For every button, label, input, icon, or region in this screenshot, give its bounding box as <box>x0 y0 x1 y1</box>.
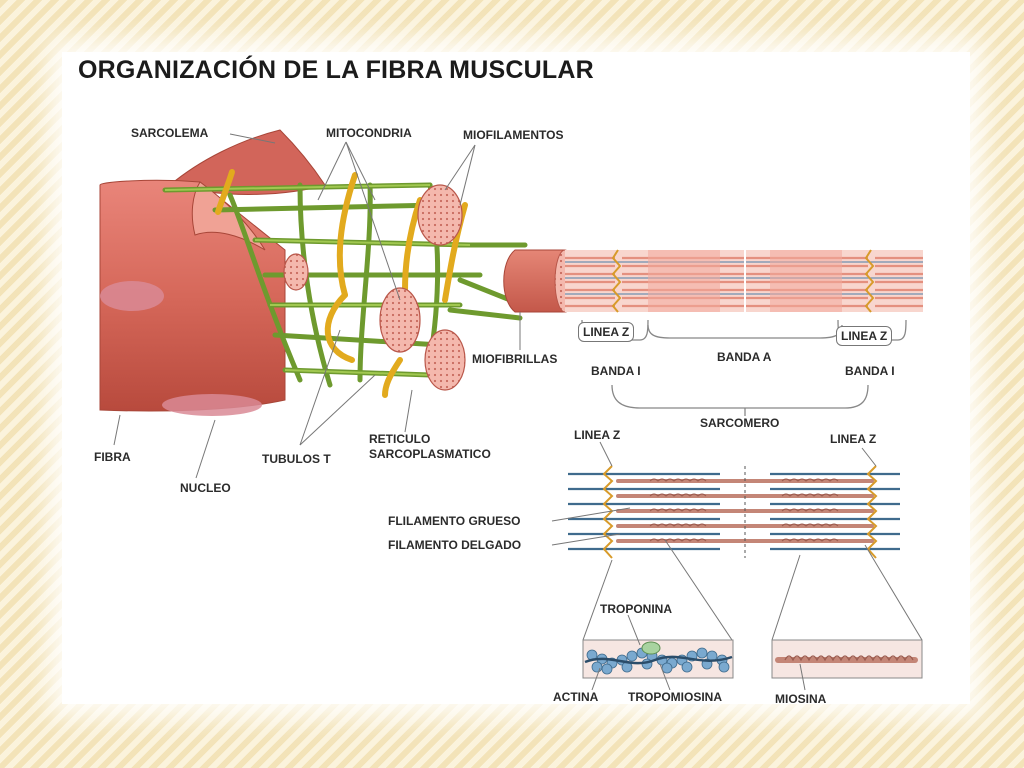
leader-lines <box>113 133 877 691</box>
label-filamento-grueso: FLILAMENTO GRUESO <box>388 514 521 528</box>
inset-thick-filament <box>771 544 923 679</box>
myosin-heads <box>649 478 839 542</box>
label-linea-z-bottom-right: LINEA Z <box>830 432 877 446</box>
label-banda-i-right: BANDA I <box>845 364 895 378</box>
myofibril-cross-sections <box>283 184 466 391</box>
filament-sarcomere <box>568 465 900 559</box>
label-miofilamentos: MIOFILAMENTOS <box>463 128 564 142</box>
label-linea-z-top-right: LINEA Z <box>836 326 893 346</box>
tropomyosin-strand <box>584 655 733 665</box>
label-nucleo: NUCLEO <box>180 481 231 495</box>
inset-thin-filament <box>582 539 734 679</box>
z-disc-right <box>866 465 878 559</box>
nucleus-shape <box>100 281 164 311</box>
label-sarcolema: SARCOLEMA <box>131 126 209 140</box>
label-mitocondria: MITOCONDRIA <box>326 126 412 140</box>
page-title: ORGANIZACIÓN DE LA FIBRA MUSCULAR <box>78 56 594 84</box>
sarcomere-band-strip <box>565 249 923 416</box>
label-fibra: FIBRA <box>94 450 131 464</box>
label-tropomiosina: TROPOMIOSINA <box>628 690 723 704</box>
label-filamento-delgado: FILAMENTO DELGADO <box>388 538 522 552</box>
fiber-body <box>99 179 286 412</box>
label-linea-z-bottom-left: LINEA Z <box>574 428 621 442</box>
label-miofibrillas: MIOFIBRILLAS <box>472 352 558 366</box>
z-line-left <box>611 249 622 313</box>
troponin-complex <box>641 641 661 655</box>
label-tubulos-t: TUBULOS T <box>262 452 331 466</box>
nucleus-shape-lower <box>162 394 262 416</box>
label-banda-a: BANDA A <box>717 350 772 364</box>
label-banda-i-left: BANDA I <box>591 364 641 378</box>
label-troponina: TROPONINA <box>600 602 672 616</box>
z-line-right <box>864 249 875 313</box>
label-linea-z-top-left: LINEA Z <box>578 322 635 342</box>
myofibril-extended <box>503 249 566 313</box>
muscle-fiber <box>99 129 576 416</box>
label-reticulo-line2: SARCOPLASMATICO <box>369 447 491 461</box>
sarcolemma-flap <box>168 129 326 195</box>
label-reticulo-line1: RETICULO <box>369 432 431 446</box>
thin-filaments <box>568 472 900 551</box>
label-actina: ACTINA <box>553 690 599 704</box>
label-sarcomero: SARCOMERO <box>700 416 780 430</box>
myosin-heads-inset <box>784 655 914 662</box>
label-miosina: MIOSINA <box>775 692 827 706</box>
